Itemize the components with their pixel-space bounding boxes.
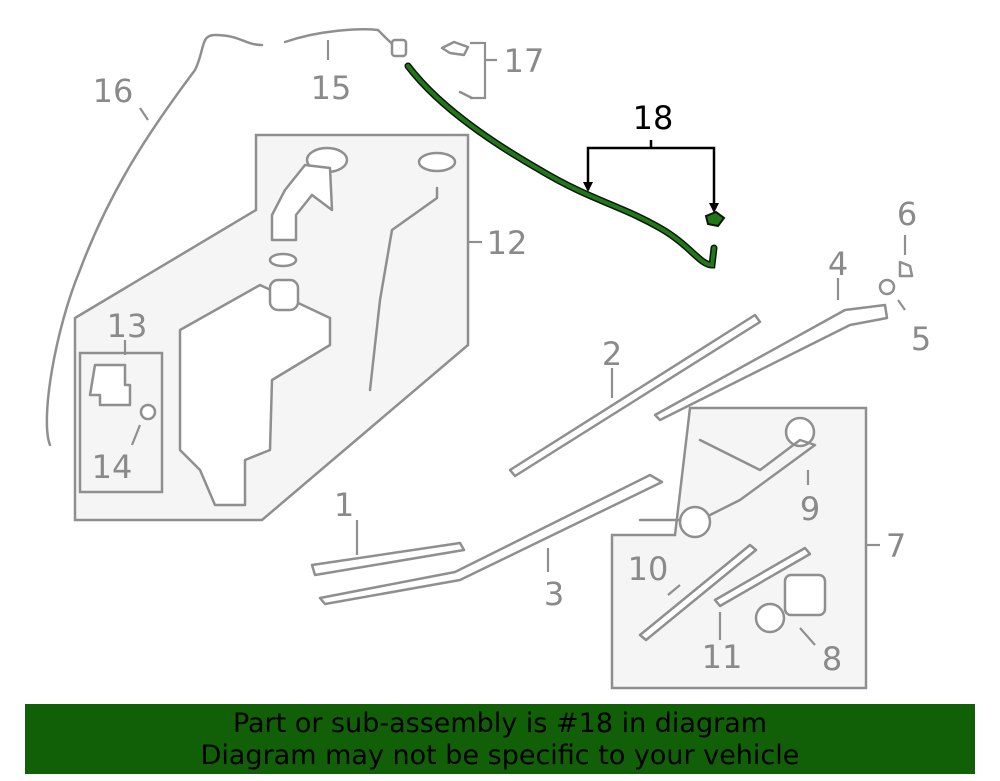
callout-8: 8 xyxy=(822,640,842,678)
callout-7: 7 xyxy=(886,527,906,565)
callout-13: 13 xyxy=(107,307,148,345)
wiper-arm-4 xyxy=(653,303,889,422)
callout-16: 16 xyxy=(93,72,134,110)
pump-13 xyxy=(88,363,157,421)
banner-line-2: Diagram may not be specific to your vehi… xyxy=(200,740,800,771)
callout-1: 1 xyxy=(334,486,354,524)
callout-3: 3 xyxy=(544,575,564,613)
hose-15 xyxy=(283,28,402,50)
banner-line-1: Part or sub-assembly is #18 in diagram xyxy=(232,708,768,739)
callout-4: 4 xyxy=(828,245,848,283)
motor-8 xyxy=(754,573,827,634)
rod-10 xyxy=(638,543,758,642)
callout-2: 2 xyxy=(602,335,622,373)
connector-17 xyxy=(390,38,474,100)
callout-10: 10 xyxy=(628,550,669,588)
linkage-9 xyxy=(638,416,817,539)
callout-11: 11 xyxy=(702,638,743,676)
hose-16 xyxy=(45,33,264,447)
wiper-blade-1 xyxy=(310,541,466,577)
callout-12: 12 xyxy=(487,224,528,262)
linkage-group-box xyxy=(610,406,868,690)
rod-11 xyxy=(713,546,812,608)
wiper-arm-3 xyxy=(318,473,664,606)
notice-banner: Part or sub-assembly is #18 in diagram D… xyxy=(25,704,975,774)
callout-9: 9 xyxy=(800,490,820,528)
callout-14: 14 xyxy=(92,448,133,486)
callout-18: 18 xyxy=(633,99,674,137)
callout-6: 6 xyxy=(897,195,917,233)
wiper-blade-2 xyxy=(508,313,762,478)
reservoir-12 xyxy=(178,146,457,507)
nozzle-18 xyxy=(704,210,726,228)
nut-5 xyxy=(878,278,896,296)
callout-17: 17 xyxy=(504,42,545,80)
cap-6 xyxy=(898,260,914,278)
callout-15: 15 xyxy=(311,69,352,107)
callout-5: 5 xyxy=(911,320,931,358)
